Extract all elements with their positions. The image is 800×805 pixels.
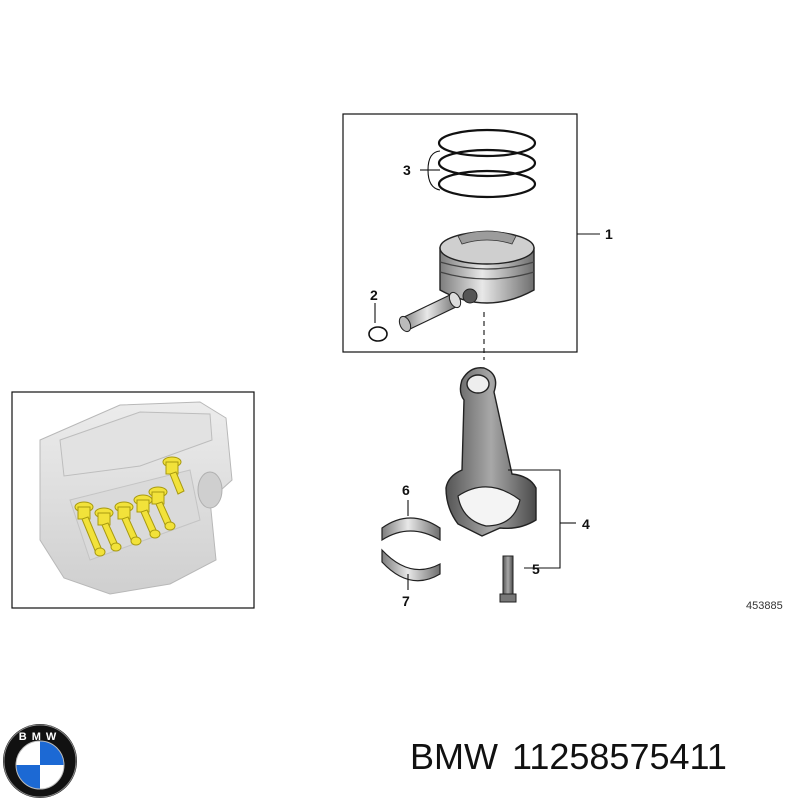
callout-4: 4 xyxy=(582,516,590,532)
piston-rings xyxy=(437,128,537,199)
callout-6: 6 xyxy=(402,482,410,498)
part-label: BMW 11258575411 xyxy=(410,736,741,778)
callout-1: 1 xyxy=(605,226,613,242)
callout-3: 3 xyxy=(403,162,411,178)
svg-text:BMW: BMW xyxy=(19,731,62,743)
piston-assembly-frame xyxy=(342,113,578,353)
diagram-reference-number: 453885 xyxy=(746,600,783,612)
bmw-logo: BMW xyxy=(0,722,84,800)
piston-pin xyxy=(398,291,462,333)
highlighted-pistons xyxy=(74,456,185,557)
piston xyxy=(439,230,535,304)
part-number: 11258575411 xyxy=(511,736,727,777)
callout-7: 7 xyxy=(402,593,410,609)
bearing-shells xyxy=(381,517,441,582)
circlip xyxy=(368,326,388,342)
rod-callout-lines xyxy=(407,469,576,590)
connecting-rod xyxy=(445,367,537,537)
callout-5: 5 xyxy=(532,561,540,577)
engine-overview-inset xyxy=(11,391,255,609)
brand-name: BMW xyxy=(410,736,498,777)
callout-2: 2 xyxy=(370,287,378,303)
callout-lines xyxy=(374,150,600,360)
rod-bolt xyxy=(499,555,517,603)
